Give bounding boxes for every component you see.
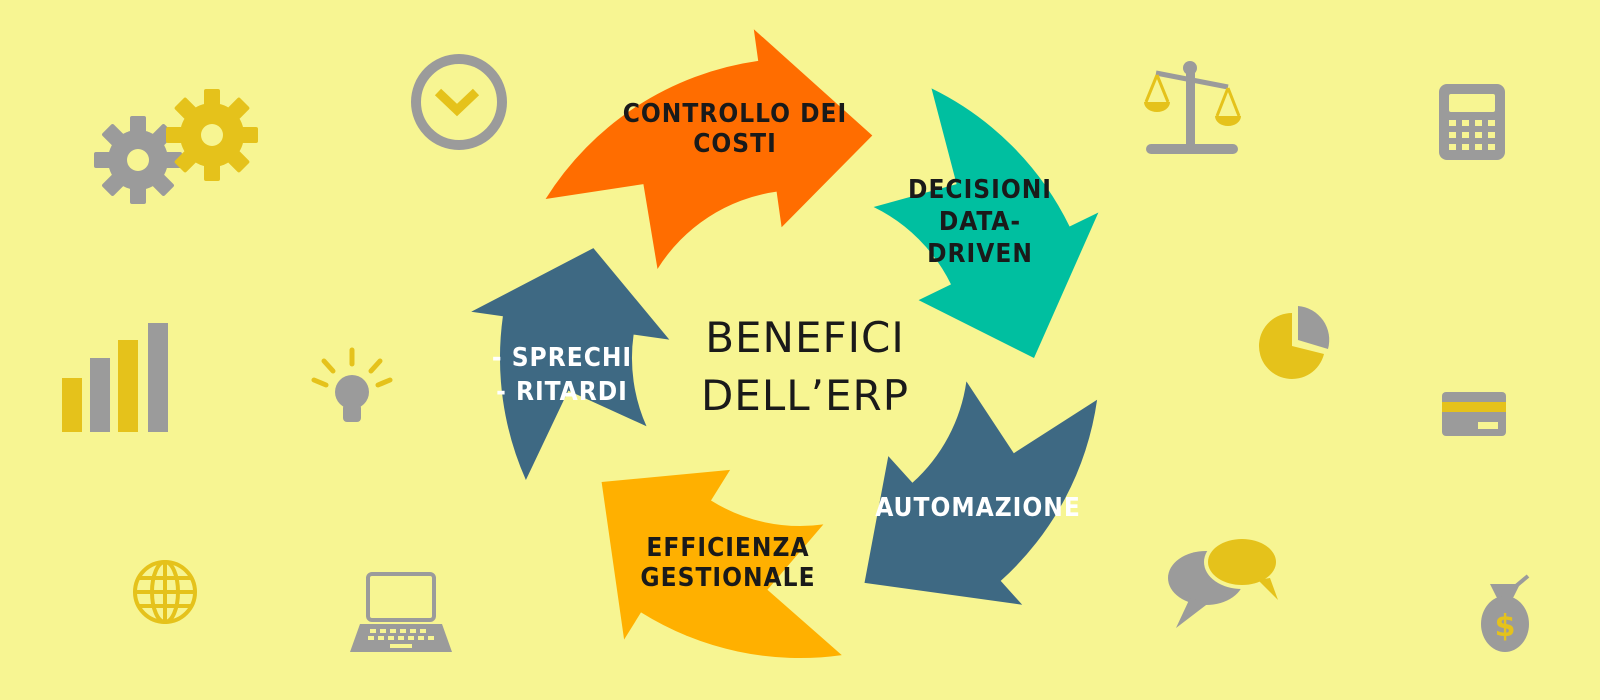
label-decisioni-line: DATA-: [939, 207, 1021, 237]
globe-icon: [133, 560, 197, 624]
center-title-line-1: BENEFICI: [705, 313, 905, 362]
label-decisioni-line: DECISIONI: [908, 175, 1052, 205]
cycle-arrow-controllo: [545, 29, 873, 270]
label-sprechi-line: - SPRECHI: [492, 343, 632, 373]
cycle-arrow-sprechi: [471, 248, 670, 480]
label-sprechi: - SPRECHI - RITARDI: [492, 343, 632, 407]
gears-icon: [94, 89, 258, 204]
cycle-arrow-decisioni: [873, 88, 1099, 359]
chat-bubbles-icon: [1168, 535, 1280, 628]
scales-icon: [1144, 61, 1241, 154]
clock-icon: [411, 54, 507, 150]
label-controllo-line: CONTROLLO DEI: [623, 99, 847, 129]
label-controllo-line: COSTI: [693, 129, 777, 159]
label-sprechi-line: - RITARDI: [496, 377, 628, 407]
label-automazione: AUTOMAZIONE: [875, 493, 1081, 523]
center-title: BENEFICI DELL’ERP: [701, 313, 909, 420]
cycle-arrow-efficienza: [601, 469, 842, 659]
label-decisioni-line: DRIVEN: [927, 239, 1033, 269]
label-efficienza-line: EFFICIENZA: [646, 533, 809, 563]
label-automazione-line: AUTOMAZIONE: [875, 493, 1081, 523]
laptop-icon: [350, 572, 452, 652]
calculator-icon: [1439, 84, 1505, 160]
bar-chart-icon: [62, 323, 168, 432]
money-bag-icon: $: [1481, 574, 1530, 652]
label-efficienza-line: GESTIONALE: [640, 563, 815, 593]
center-title-line-2: DELL’ERP: [701, 371, 909, 420]
cycle-arrow-automazione: [864, 381, 1098, 605]
credit-card-icon: [1442, 392, 1506, 436]
lightbulb-icon: [311, 347, 393, 422]
money-bag-symbol: $: [1495, 609, 1516, 644]
pie-chart-icon: [1258, 306, 1330, 380]
